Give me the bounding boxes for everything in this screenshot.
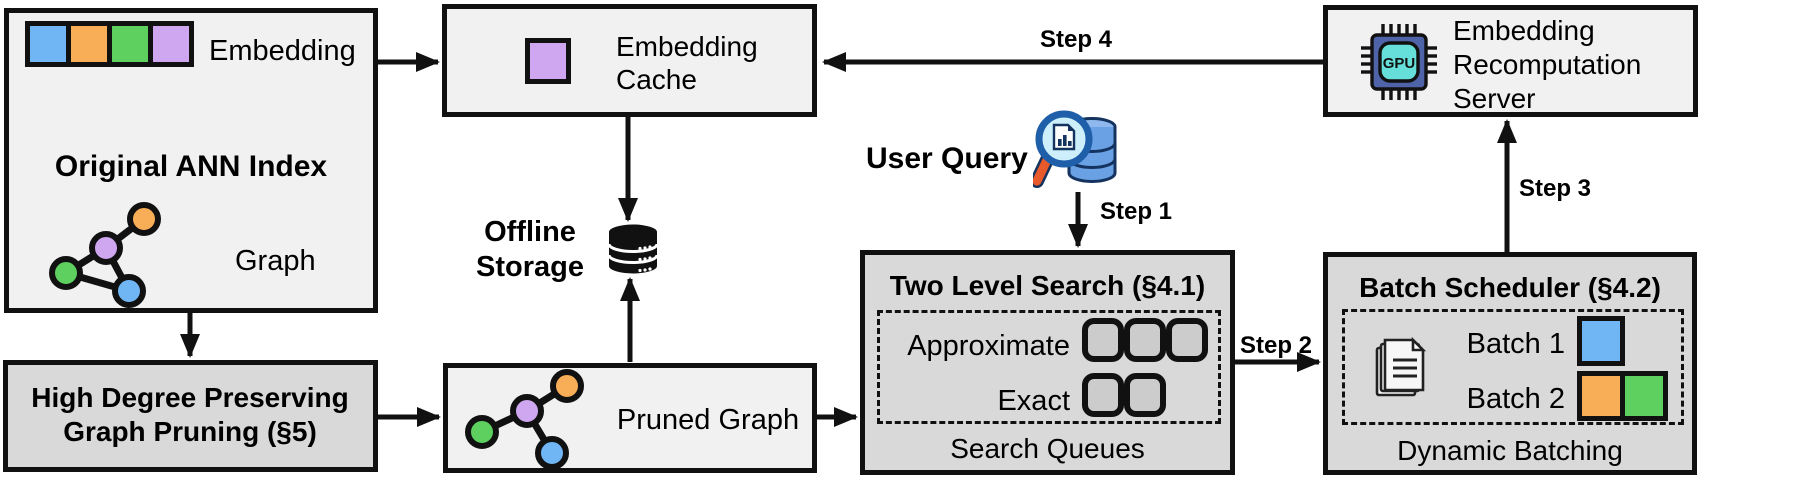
dynamic-batching-panel: Batch 1 Batch 2 [1342, 309, 1684, 425]
step4-label: Step 4 [1040, 26, 1113, 53]
batch1-items-icon [1577, 316, 1625, 366]
recomputation-server-box: GPU Embedding Recomputation Server [1323, 5, 1698, 117]
queue-slot-icon [1124, 318, 1166, 362]
graph-label: Graph [235, 245, 316, 277]
user-query-icon [1033, 110, 1117, 188]
embedding-cell-green [112, 26, 148, 62]
batch2-label: Batch 2 [1466, 383, 1565, 415]
offline-storage-icon [607, 224, 659, 274]
gpu-chip-label: GPU [1383, 55, 1416, 72]
user-query-label: User Query [866, 142, 1028, 175]
exact-label: Exact [997, 385, 1070, 417]
queue-slot-icon [1082, 373, 1124, 417]
approximate-label: Approximate [907, 330, 1070, 362]
pruned-graph-label: Pruned Graph [616, 404, 800, 436]
step2-label: Step 2 [1240, 332, 1313, 359]
pruned-graph-box: Pruned Graph [443, 363, 817, 473]
two-level-search-title: Two Level Search (§4.1) [889, 270, 1206, 301]
batch1-label: Batch 1 [1466, 328, 1565, 360]
step1-label: Step 1 [1100, 198, 1173, 225]
queue-slot-icon [1166, 318, 1208, 362]
original-ann-index-box: Embedding Original ANN Index Graph [4, 8, 378, 313]
dynamic-batching-caption: Dynamic Batching [1397, 435, 1623, 466]
graph-pruning-box: High Degree Preserving Graph Pruning (§5… [3, 360, 378, 472]
documents-icon [1375, 336, 1427, 397]
gpu-chip-icon: GPU [1361, 24, 1437, 100]
batch2-item-green [1625, 376, 1663, 416]
queue-slot-icon [1124, 373, 1166, 417]
offline-storage-label: Offline Storage [476, 216, 584, 283]
embedding-label: Embedding [209, 35, 356, 67]
batch2-items-icon [1577, 371, 1668, 421]
embedding-cache-title: Embedding Cache [616, 31, 758, 95]
search-queues-caption: Search Queues [950, 433, 1145, 464]
search-queues-panel: Approximate Exact [877, 310, 1221, 424]
graph-icon [49, 202, 161, 308]
ann-index-title: Original ANN Index [54, 150, 328, 183]
approximate-queue-icons [1082, 318, 1208, 362]
exact-queue-icons [1082, 373, 1166, 417]
two-level-search-box: Two Level Search (§4.1) Approximate Exac… [860, 250, 1235, 475]
embedding-cell-purple [153, 26, 189, 62]
embedding-cache-box: Embedding Cache [442, 4, 817, 117]
pruned-graph-icon [465, 369, 584, 468]
embedding-cell-blue [30, 26, 66, 62]
batch-scheduler-title: Batch Scheduler (§4.2) [1359, 272, 1661, 303]
graph-pruning-title: High Degree Preserving Graph Pruning (§5… [31, 382, 349, 447]
batch2-item-orange [1582, 376, 1620, 416]
queue-slot-icon [1082, 318, 1124, 362]
cached-embedding-icon [525, 38, 571, 84]
batch-scheduler-box: Batch Scheduler (§4.2) Batch 1 Batch 2 D… [1323, 252, 1697, 475]
step3-label: Step 3 [1519, 175, 1592, 202]
batch1-item-blue [1582, 321, 1620, 361]
embedding-cell-orange [71, 26, 107, 62]
embedding-vector-icon [25, 21, 194, 67]
recomputation-server-title: Embedding Recomputation Server [1453, 15, 1642, 114]
